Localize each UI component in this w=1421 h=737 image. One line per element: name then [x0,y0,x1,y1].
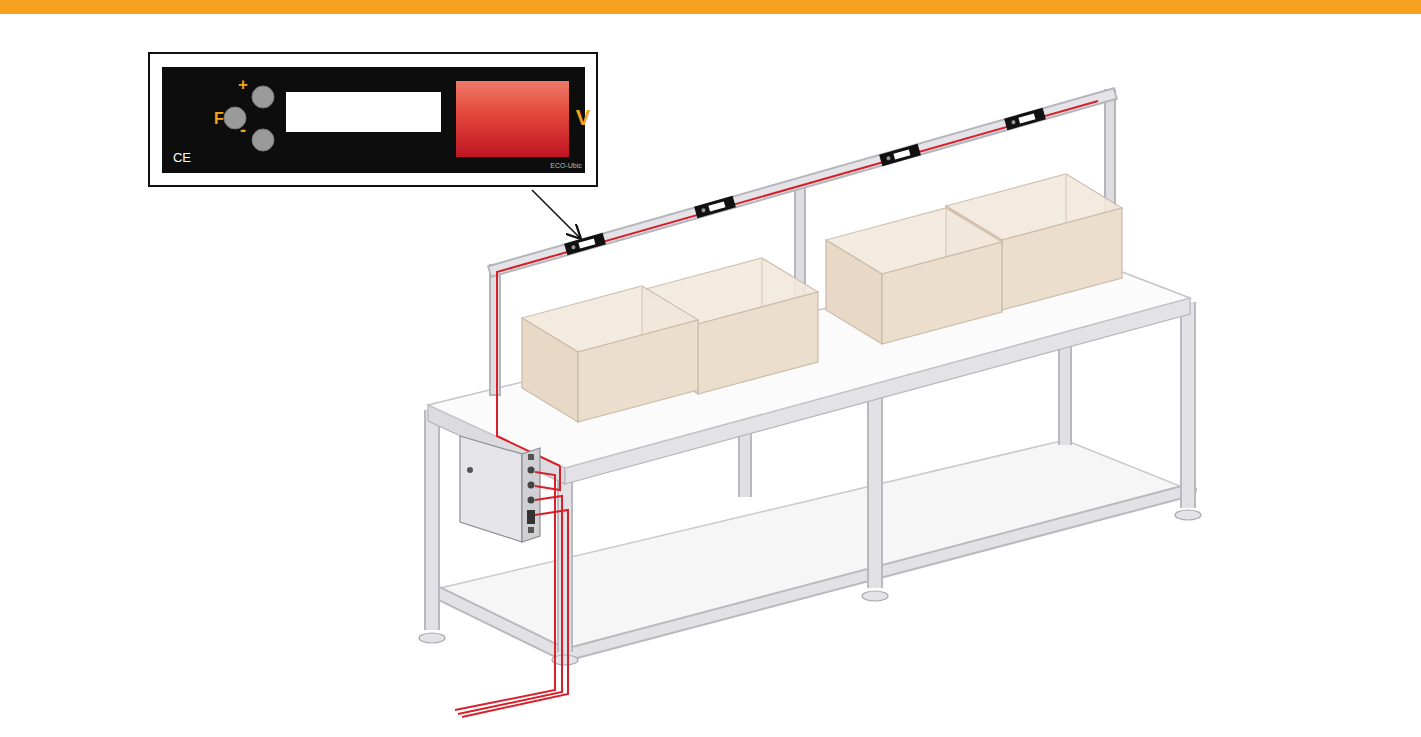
button-symbol: F [214,111,224,127]
shelf-rails [432,490,1190,655]
brand-name: ECO-Ubic [550,162,582,169]
unit-letter: V [576,107,591,129]
storage-bin [522,286,698,422]
text-display [286,92,441,132]
button-symbol: - [240,121,246,139]
storage-bin [826,208,1002,344]
callout-arrow [532,190,580,238]
display-panel [162,67,585,173]
panel-buttons [224,86,274,151]
red-indicator [456,81,569,157]
control-cabinet [460,436,540,542]
power-cables [455,466,568,717]
button-symbol: + [238,76,248,93]
header-bar [0,0,1421,14]
ce-mark: CE [173,151,191,164]
callout-frame [149,53,597,186]
